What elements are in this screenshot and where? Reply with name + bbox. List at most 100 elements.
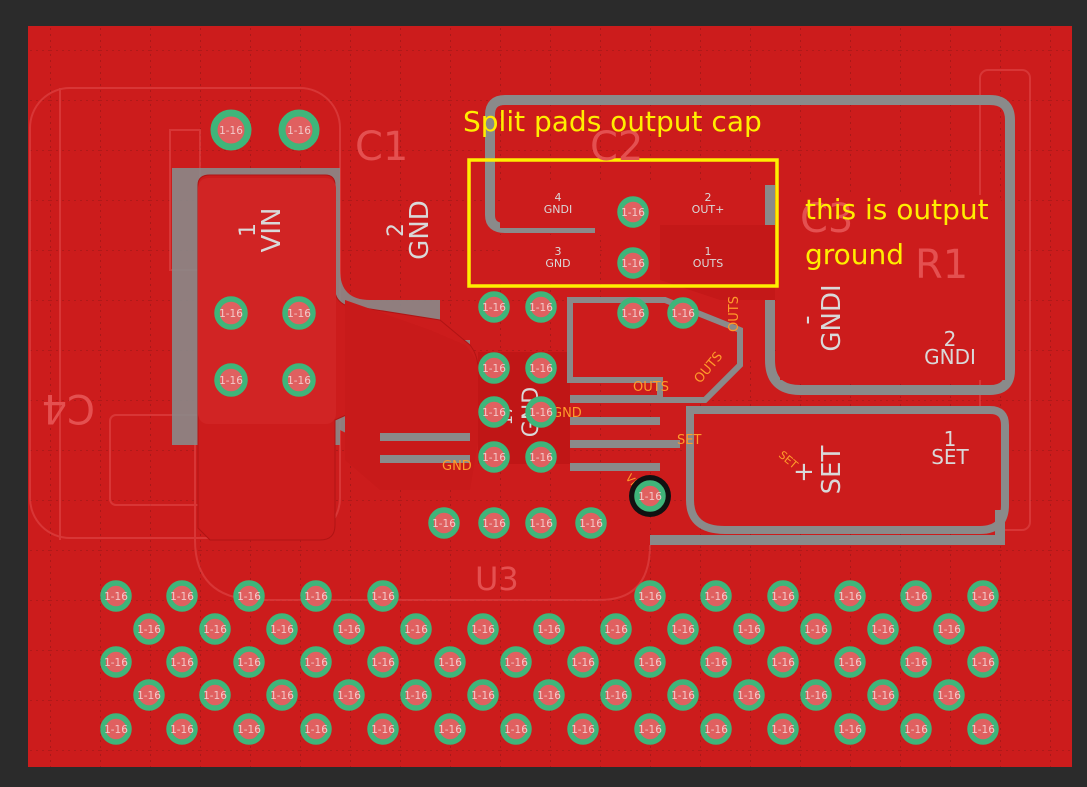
via-ring	[634, 713, 666, 745]
net-gnd-left: GND	[442, 459, 472, 474]
via-label: 1-16	[404, 690, 428, 702]
vin-pad-name: VIN	[257, 208, 287, 253]
via-ring	[266, 679, 298, 711]
via: 1-16	[533, 613, 565, 645]
via-ring	[100, 646, 132, 678]
via-label: 1-16	[438, 724, 462, 736]
via: 1-16	[300, 646, 332, 678]
via-label: 1-16	[504, 724, 528, 736]
via-label: 1-16	[804, 624, 828, 636]
via-ring	[214, 296, 248, 330]
via-ring	[478, 291, 510, 323]
via-ring	[500, 713, 532, 745]
via-label: 1-16	[971, 724, 995, 736]
via-label: 1-16	[287, 375, 311, 387]
via-ring	[367, 713, 399, 745]
via-label: 1-16	[904, 657, 928, 669]
via-ring	[933, 613, 965, 645]
via: 1-16	[700, 646, 732, 678]
via-label: 1-16	[537, 690, 561, 702]
via-label: 1-16	[237, 724, 261, 736]
via-ring	[525, 291, 557, 323]
via: 1-16	[214, 363, 248, 397]
cap-pad4-name: GNDI	[544, 203, 572, 216]
via-label: 1-16	[529, 407, 553, 419]
via-ring	[133, 613, 165, 645]
via: 1-16	[100, 646, 132, 678]
via-label: 1-16	[838, 657, 862, 669]
via-label: 1-16	[904, 591, 928, 603]
gndi-minus-sign: -	[792, 315, 822, 324]
via: 1-16	[967, 713, 999, 745]
via-ring	[900, 580, 932, 612]
via: 1-16	[400, 613, 432, 645]
via: 1-16	[667, 297, 699, 329]
via-ring	[967, 580, 999, 612]
via: 1-16	[900, 646, 932, 678]
r1-pad1-number: 1	[944, 427, 957, 451]
net-labels: OUTS OUTS OUTS GND SET SET GND VIN	[442, 296, 800, 494]
via-ring	[400, 679, 432, 711]
via: 1-16	[233, 646, 265, 678]
via-label: 1-16	[871, 690, 895, 702]
refdes-c1: C1	[355, 124, 408, 170]
via-ring	[933, 679, 965, 711]
via-ring	[166, 713, 198, 745]
via-label: 1-16	[432, 518, 456, 530]
cap-pad1-name: OUTS	[693, 257, 723, 270]
via-ring	[867, 679, 899, 711]
via-label: 1-16	[482, 452, 506, 464]
via: 1-16	[525, 352, 557, 384]
via-label: 1-16	[604, 690, 628, 702]
via-ring	[634, 580, 666, 612]
annotation-title: Split pads output cap	[463, 105, 762, 138]
net-gnd-right: GND	[552, 406, 582, 421]
via-label: 1-16	[219, 125, 243, 137]
via-ring	[733, 613, 765, 645]
via-ring	[266, 613, 298, 645]
cap-pad4-number: 4	[555, 191, 562, 204]
via-ring	[967, 713, 999, 745]
via-label: 1-16	[170, 724, 194, 736]
via-label: 1-16	[838, 591, 862, 603]
via-label: 1-16	[737, 690, 761, 702]
via-ring	[834, 580, 866, 612]
via-ring	[525, 507, 557, 539]
net-outs-horizontal: OUTS	[633, 380, 669, 395]
via-ring	[525, 352, 557, 384]
via-label: 1-16	[571, 657, 595, 669]
via: 1-16	[210, 109, 252, 151]
via-label: 1-16	[638, 724, 662, 736]
via: 1-16	[478, 396, 510, 428]
via-label: 1-16	[621, 308, 645, 320]
via-label: 1-16	[671, 690, 695, 702]
via-ring	[300, 713, 332, 745]
via: 1-16	[767, 580, 799, 612]
via-ring	[199, 613, 231, 645]
via-ring	[567, 713, 599, 745]
silk-refdes: C1 C2 C3 R1 U3 C4	[42, 124, 969, 598]
cap-pad2-name: OUT+	[692, 203, 725, 216]
via-label: 1-16	[371, 724, 395, 736]
via-ring	[533, 679, 565, 711]
via-label: 1-16	[529, 302, 553, 314]
via-label: 1-16	[482, 363, 506, 375]
via-label: 1-16	[104, 591, 128, 603]
via-ring	[634, 646, 666, 678]
highlight-box	[467, 158, 779, 288]
via-ring	[767, 646, 799, 678]
via-ring	[800, 679, 832, 711]
via: 1-16	[400, 679, 432, 711]
via: 1-16	[478, 507, 510, 539]
via-ring	[700, 713, 732, 745]
via-ring	[600, 613, 632, 645]
via-ring	[967, 646, 999, 678]
via-label: 1-16	[638, 657, 662, 669]
via-ring	[834, 713, 866, 745]
via-label: 1-16	[771, 657, 795, 669]
via-label: 1-16	[337, 690, 361, 702]
pad-labels: 1 VIN 2 GND 4 GNDI 2 OUT+ 3 GND 1 OUTS G…	[236, 191, 976, 494]
via-ring	[300, 646, 332, 678]
via: 1-16	[478, 291, 510, 323]
